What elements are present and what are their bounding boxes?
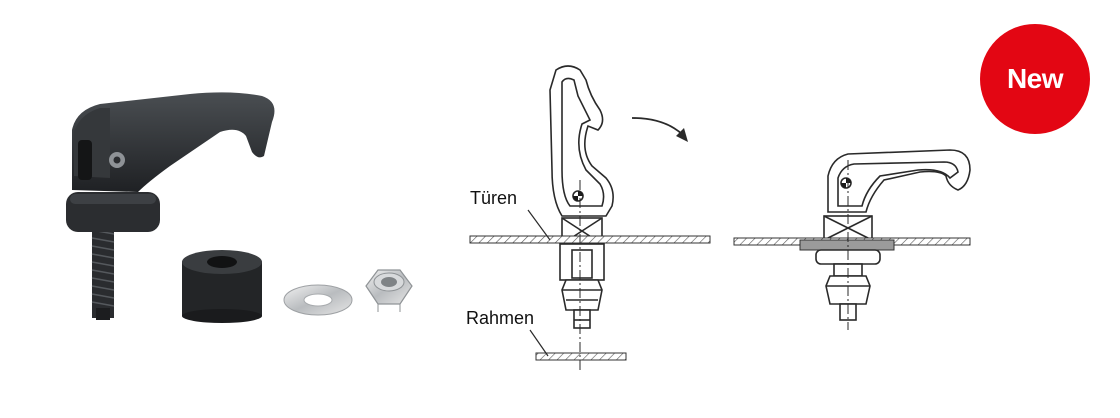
new-badge: New xyxy=(980,24,1090,134)
drawing-closed-position xyxy=(733,149,971,330)
lever-outline-closed xyxy=(827,149,971,213)
label-doors: Türen xyxy=(470,188,517,208)
lever-handle xyxy=(72,92,275,192)
drawing-open-position xyxy=(469,65,711,372)
threaded-stud xyxy=(91,214,115,320)
hex-nut xyxy=(365,269,413,312)
lever-outline-open xyxy=(549,65,614,217)
cam-lever-photo xyxy=(66,92,413,323)
cam-base xyxy=(66,192,160,232)
new-badge-label: New xyxy=(1006,63,1064,94)
spacer-sleeve xyxy=(182,250,262,323)
label-frame: Rahmen xyxy=(466,308,534,328)
rotation-arrow-icon xyxy=(631,117,688,142)
washer xyxy=(283,284,353,316)
